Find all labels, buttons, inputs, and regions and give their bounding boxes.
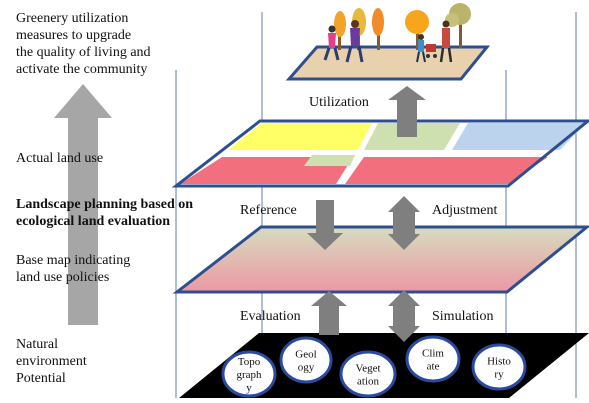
factor-circle	[405, 335, 461, 383]
factor-label-line: ation	[357, 376, 379, 388]
natural-line-2: environment	[16, 354, 87, 369]
base-map-line-1: Base map indicating	[16, 253, 131, 268]
factor-label-line: y	[246, 382, 252, 394]
factor-label-line: ogy	[298, 362, 315, 374]
factor-circle	[339, 350, 397, 398]
connector-arrows	[307, 86, 426, 342]
greenery-line-1: Greenery utilization	[16, 11, 129, 26]
land-red-zone-right	[345, 157, 548, 184]
greenery-line-2: measures to upgrade	[16, 28, 132, 43]
base-map-label: Base map indicating land use policies	[16, 252, 130, 286]
factor-label-line: Histo	[487, 356, 511, 368]
simulation-arrow-icon	[388, 290, 420, 342]
utilization-label: Utilization	[309, 95, 369, 110]
adjustment-label: Adjustment	[432, 203, 498, 218]
adjustment-arrow-icon	[388, 196, 420, 250]
land-blue-zone	[452, 123, 586, 150]
land-use-layer	[171, 119, 589, 188]
factor-label-line: Veget	[355, 363, 380, 375]
landscape-planning-line-2: ecological land evaluation	[16, 214, 170, 229]
factor-label-line: graph	[236, 369, 262, 381]
factor-label-line: Topo	[238, 356, 261, 368]
factor-label-line: ry	[494, 369, 504, 381]
natural-environment-label: Natural environment Potential	[16, 336, 87, 387]
land-yellow-zone	[228, 123, 372, 150]
evaluation-arrow-icon	[311, 291, 347, 335]
factor-circle	[279, 336, 333, 384]
progression-arrow-icon	[54, 84, 112, 325]
landscape-planning-label: Landscape planning based on ecological l…	[16, 196, 193, 230]
greenery-line-3: the quality of living and	[16, 45, 151, 60]
community-layer	[285, 3, 491, 81]
people-icons	[323, 20, 453, 63]
simulation-label: Simulation	[432, 309, 494, 324]
factor-label-line: ate	[427, 361, 440, 373]
actual-land-use-label: Actual land use	[16, 151, 104, 166]
evaluation-label: Evaluation	[240, 309, 301, 324]
utilization-arrow-icon	[388, 86, 426, 137]
landscape-planning-line-1: Landscape planning based on	[16, 197, 194, 212]
reference-arrow-icon	[307, 200, 343, 250]
greenery-label: Greenery utilization measures to upgrade…	[16, 10, 151, 78]
reference-label: Reference	[240, 203, 297, 218]
factor-circle	[471, 343, 527, 391]
land-green-patch	[304, 155, 355, 166]
factor-label-line: Clim	[422, 348, 444, 360]
factor-circle	[221, 350, 277, 398]
base-map-layer	[172, 225, 589, 294]
factor-label-line: Geol	[295, 349, 316, 361]
greenery-line-4: activate the community	[16, 62, 148, 77]
base-map-line-2: land use policies	[16, 270, 110, 285]
natural-line-1: Natural	[16, 337, 58, 352]
natural-line-3: Potential	[16, 371, 66, 386]
